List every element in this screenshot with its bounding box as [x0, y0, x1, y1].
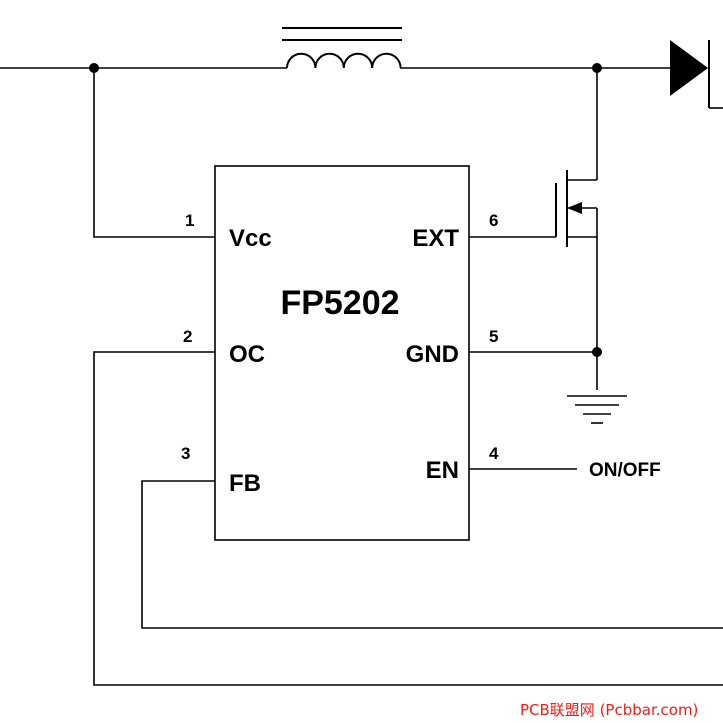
pin-label-gnd: GND	[406, 341, 459, 368]
pin-number-1: 1	[185, 211, 194, 230]
watermark: PCB联盟网 (Pcbbar.com)	[520, 701, 698, 719]
pin-number-5: 5	[489, 327, 498, 346]
pin-number-3: 3	[181, 444, 190, 463]
pin-number-2: 2	[183, 327, 192, 346]
inductor	[282, 27, 402, 69]
pin-label-oc: OC	[229, 341, 265, 368]
pin-number-4: 4	[489, 444, 499, 463]
pin-label-en: EN	[426, 457, 459, 484]
chip-name: FP5202	[280, 284, 399, 322]
fb-wire	[141, 480, 723, 629]
mosfet	[555, 68, 598, 390]
diode	[670, 40, 723, 109]
oc-wire	[93, 351, 723, 686]
pin-label-ext: EXT	[412, 225, 459, 252]
ic-body	[214, 165, 470, 541]
pin-number-6: 6	[489, 211, 498, 230]
ground-icon	[567, 395, 627, 424]
pin-label-fb: FB	[229, 470, 261, 497]
vcc-wire	[93, 68, 215, 238]
en-net-label: ON/OFF	[589, 460, 661, 481]
pin-label-vcc: Vcc	[229, 225, 272, 252]
